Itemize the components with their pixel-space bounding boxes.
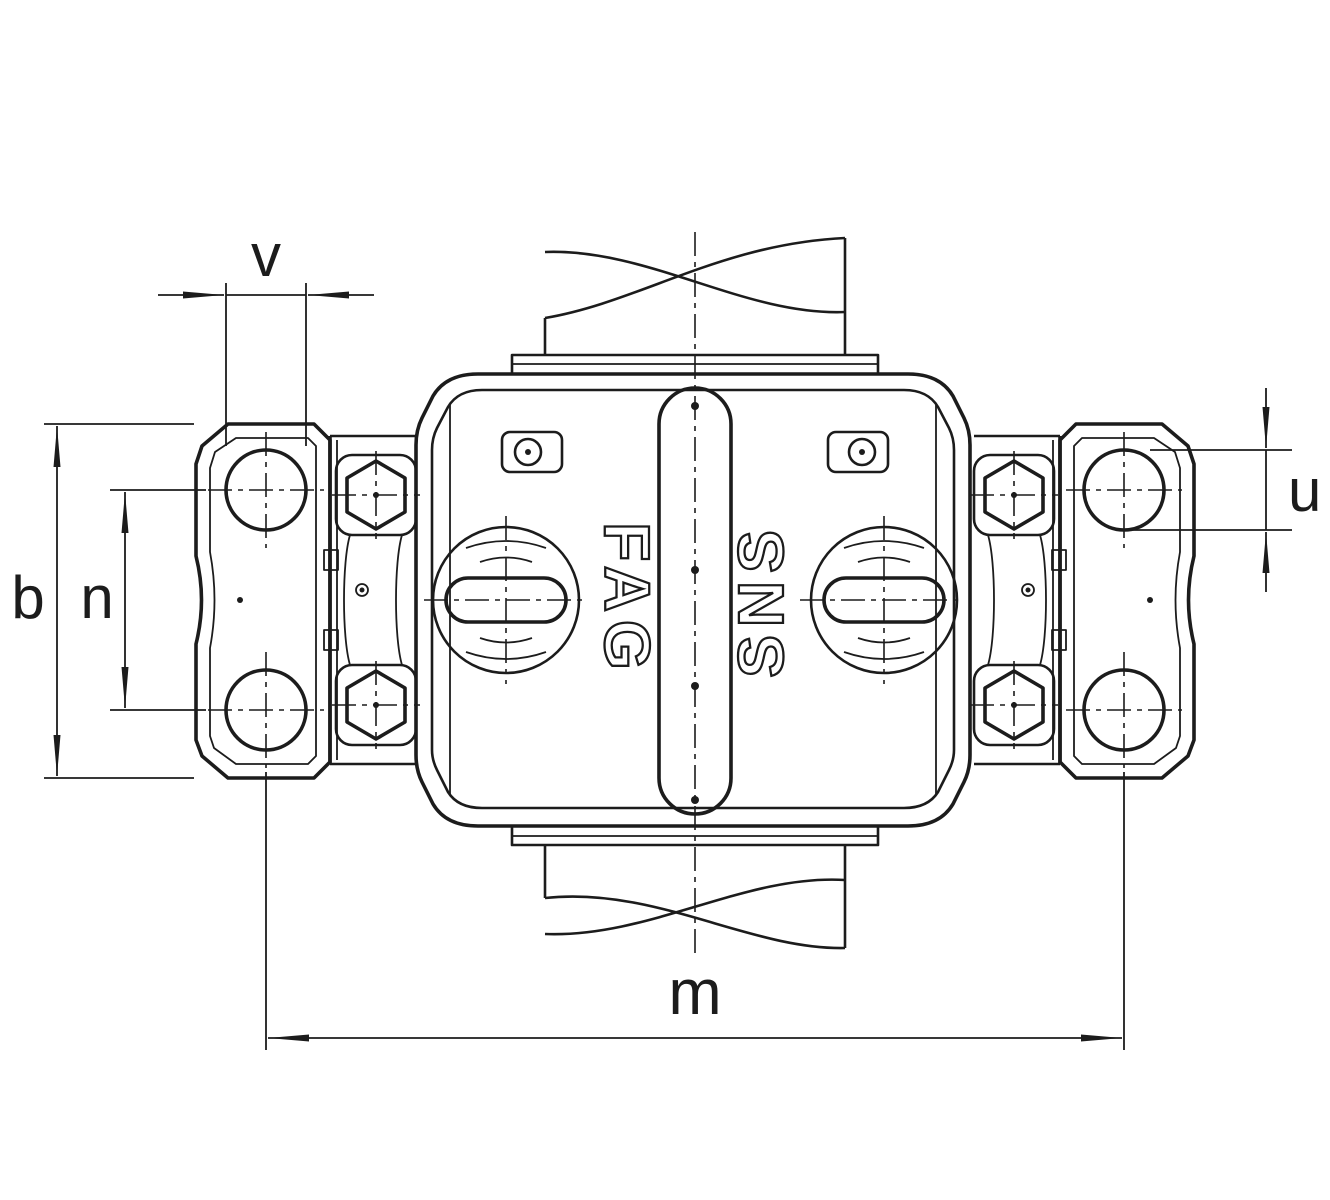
- hex-bolt: [983, 669, 1045, 741]
- dim-label-b: b: [11, 564, 44, 631]
- brand-marks: FAG SNS: [590, 521, 798, 679]
- housing-body: [414, 353, 972, 847]
- flange-inner-contour: [1073, 437, 1181, 765]
- center-cap-slot: [657, 386, 733, 816]
- shaft-break-curve: [544, 878, 846, 936]
- dim-label-n: n: [80, 564, 113, 631]
- hex-bolt: [345, 459, 407, 531]
- shaft-break-curve: [544, 895, 846, 950]
- dim-label-v: v: [251, 222, 281, 289]
- dim-label-m: m: [668, 956, 721, 1028]
- cover-screw-right: [826, 430, 890, 474]
- flange-outline: [194, 422, 332, 780]
- shaft-top: [543, 236, 847, 355]
- dimension-u: u: [1132, 388, 1321, 592]
- dimension-v: v: [158, 222, 374, 446]
- brand-mark-fag: FAG: [591, 522, 663, 678]
- hex-bolt: [983, 459, 1045, 531]
- bolt-bracket-right: [970, 434, 1067, 766]
- mounting-flange-right: [1058, 422, 1196, 780]
- hex-bolt: [345, 669, 407, 741]
- housing-outer-contour: [414, 372, 972, 828]
- shaft-bottom: [543, 845, 847, 950]
- shaft-break-curve: [544, 236, 846, 320]
- dimension-m: m: [265, 772, 1125, 1050]
- cover-screw-left: [500, 430, 564, 474]
- dimension-b: b: [11, 423, 194, 779]
- grease-boss-right: [800, 516, 964, 684]
- dimension-n: n: [80, 489, 206, 711]
- housing-inner-contour: [430, 388, 956, 810]
- shaft-break-curve: [544, 250, 846, 314]
- flange-inner-contour: [209, 437, 317, 765]
- dim-label-u: u: [1288, 457, 1321, 524]
- mounting-flange-left: [194, 422, 332, 780]
- grease-boss-left: [424, 516, 588, 684]
- bolt-bracket-left: [323, 434, 420, 766]
- flange-outline: [1058, 422, 1196, 780]
- brand-mark-sns: SNS: [725, 522, 797, 678]
